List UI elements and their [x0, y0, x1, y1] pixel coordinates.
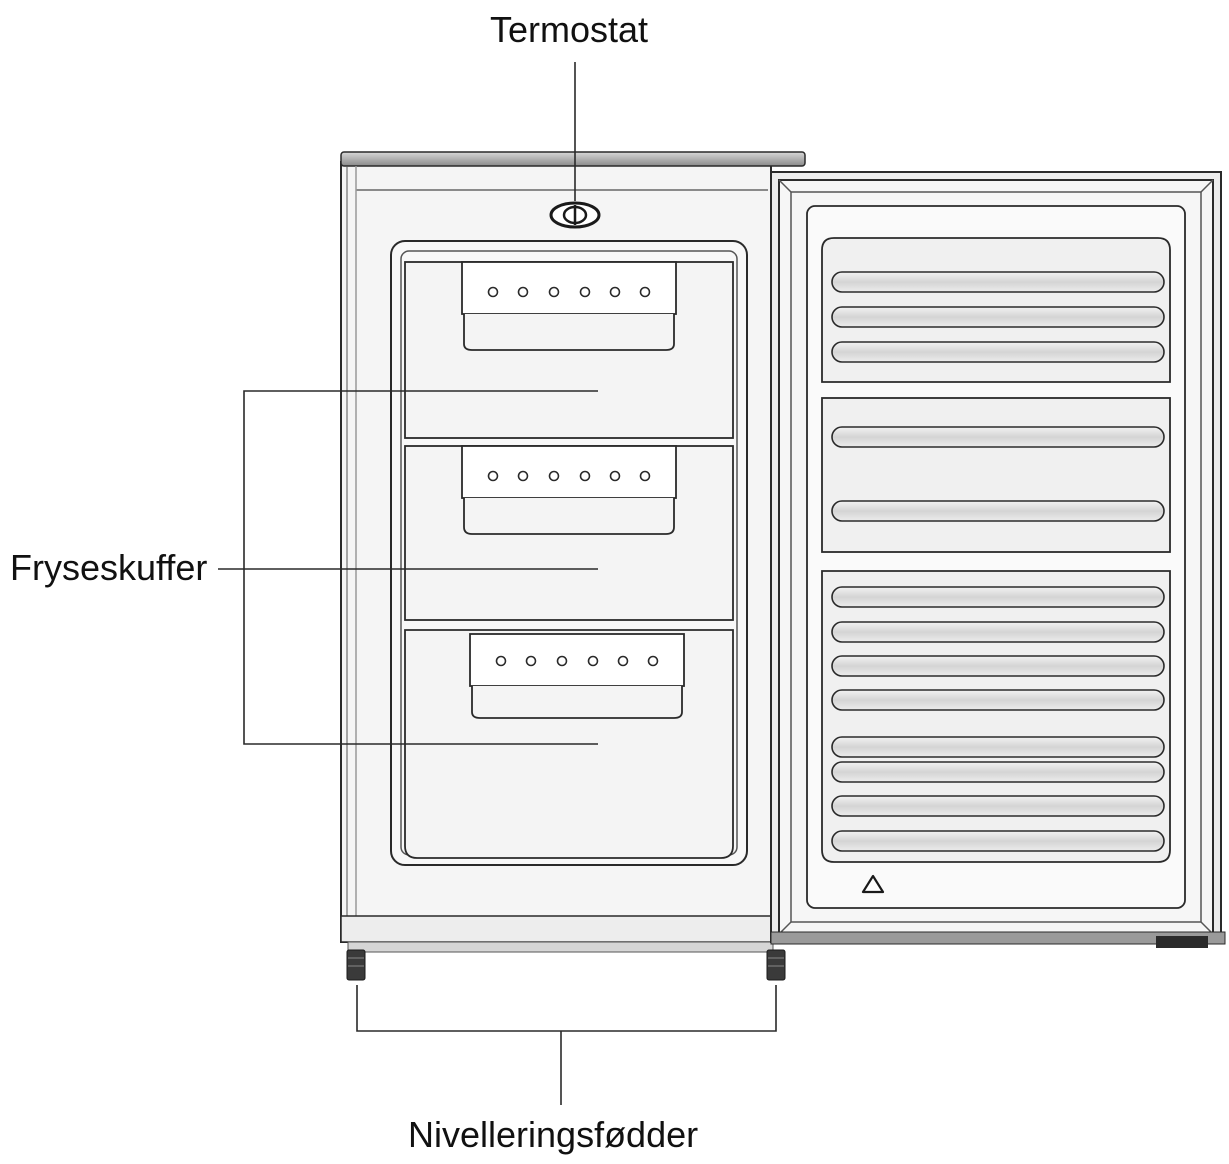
leveling-foot-left [346, 949, 366, 981]
door-shelf-bar [831, 795, 1165, 817]
drawer-handle-lip [471, 686, 683, 719]
leader-lines [218, 62, 777, 1105]
drawer-handle-lip [463, 314, 675, 351]
vent-hole [487, 286, 499, 298]
door-shelf-bar [831, 500, 1165, 522]
door-gasket-corner [1200, 179, 1214, 193]
drawer-handle [461, 445, 677, 499]
door-panel-middle [821, 397, 1171, 553]
drawer-vent-holes [487, 286, 651, 298]
vent-hole [548, 470, 560, 482]
door-shelf-bar [831, 271, 1165, 293]
door-shelf-bar [831, 830, 1165, 852]
door-gasket-corner [778, 179, 792, 193]
vent-hole [525, 655, 537, 667]
freezer-drawer-1 [404, 261, 734, 439]
vent-hole [609, 470, 621, 482]
vent-hole [495, 655, 507, 667]
door-shelf-bar [831, 689, 1165, 711]
vent-hole [517, 286, 529, 298]
vent-hole [517, 470, 529, 482]
vent-hole [647, 655, 659, 667]
door [770, 171, 1226, 948]
vent-hole [487, 470, 499, 482]
cabinet-floor [347, 941, 774, 953]
door-shelf-bar [831, 621, 1165, 643]
door-bottom-trim [770, 931, 1226, 945]
leader-drawers-bracket [243, 390, 598, 745]
leader-feet-bracket [356, 985, 777, 1032]
leveling-foot-right [766, 949, 786, 981]
thermostat-knob [549, 201, 601, 229]
drawer-vent-holes [495, 655, 659, 667]
leveling-feet [346, 949, 786, 981]
vent-hole [617, 655, 629, 667]
door-gasket-inner [790, 191, 1202, 923]
label-freezer-drawers: Fryseskuffer [10, 547, 208, 588]
cabinet-base [340, 915, 772, 943]
door-panel-bottom [821, 570, 1171, 863]
freezer-drawer-2 [404, 445, 734, 621]
door-foot-pad [1156, 936, 1208, 948]
vent-hole [579, 470, 591, 482]
label-leveling-feet: Nivelleringsfødder [408, 1114, 699, 1155]
vent-hole [556, 655, 568, 667]
door-shelf-bar [831, 426, 1165, 448]
door-shelf-bars [831, 271, 1165, 852]
vent-hole [579, 286, 591, 298]
drawer-handle [461, 261, 677, 315]
drawer-vent-holes [487, 470, 651, 482]
door-shelf-bar [831, 761, 1165, 783]
vent-hole [587, 655, 599, 667]
drawer-handle-lip [463, 498, 675, 535]
door-shelf-bar [831, 306, 1165, 328]
door-shelf-bar [831, 586, 1165, 608]
door-shelf-bar [831, 736, 1165, 758]
vent-hole [639, 470, 651, 482]
warning-triangle-icon [861, 874, 885, 894]
vent-hole [609, 286, 621, 298]
vent-hole [548, 286, 560, 298]
label-thermostat: Termostat [490, 9, 649, 50]
door-shelf-bar [831, 655, 1165, 677]
door-shelf-bar [831, 341, 1165, 363]
cabinet-top [340, 151, 806, 167]
vent-hole [639, 286, 651, 298]
